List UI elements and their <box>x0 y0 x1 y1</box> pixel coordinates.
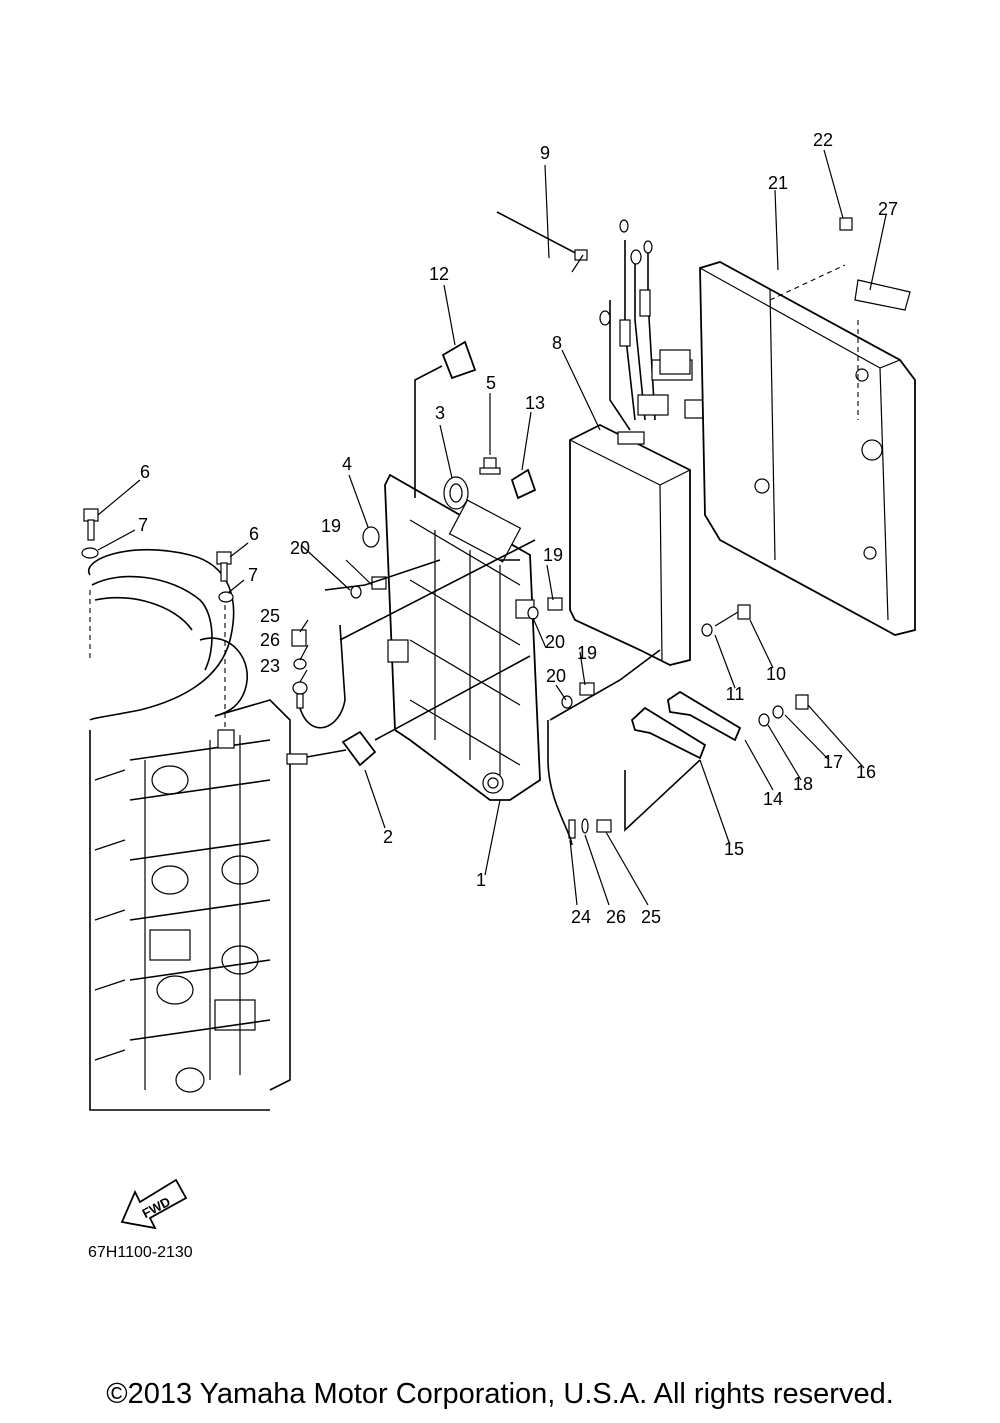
harness-drawing <box>599 219 706 431</box>
callout-10: 10 <box>766 664 786 684</box>
callout-6a: 6 <box>140 462 150 482</box>
callout-6b: 6 <box>249 524 259 544</box>
callout-5: 5 <box>486 373 496 393</box>
callout-labels: 1 2 3 4 5 6 6 7 7 8 9 10 11 12 13 14 15 … <box>138 130 898 927</box>
callout-25a: 25 <box>260 606 280 626</box>
callout-8: 8 <box>552 333 562 353</box>
callout-2: 2 <box>383 827 393 847</box>
callout-1: 1 <box>476 870 486 890</box>
callout-16: 16 <box>856 762 876 782</box>
callout-26a: 26 <box>260 630 280 650</box>
callout-20b: 20 <box>545 632 565 652</box>
callout-23: 23 <box>260 656 280 676</box>
fwd-label: FWD <box>140 1194 173 1221</box>
callout-12: 12 <box>429 264 449 284</box>
callout-25b: 25 <box>641 907 661 927</box>
bracket-drawing <box>384 473 541 801</box>
engine-block-drawing <box>87 548 291 1111</box>
callout-14: 14 <box>763 789 783 809</box>
callout-7b: 7 <box>248 565 258 585</box>
ecu-module-drawing <box>569 423 691 666</box>
callout-24: 24 <box>571 907 591 927</box>
callout-7a: 7 <box>138 515 148 535</box>
callout-19a: 19 <box>321 516 341 536</box>
hardware-drawing <box>81 211 911 846</box>
callout-15: 15 <box>724 839 744 859</box>
callout-19b: 19 <box>543 545 563 565</box>
callout-20a: 20 <box>290 538 310 558</box>
cover-drawing <box>699 261 916 636</box>
callout-26b: 26 <box>606 907 626 927</box>
callout-9: 9 <box>540 143 550 163</box>
fwd-arrow-icon: FWD <box>120 1178 188 1230</box>
copyright-notice: ©2013 Yamaha Motor Corporation, U.S.A. A… <box>106 1378 894 1410</box>
callout-27: 27 <box>878 199 898 219</box>
callout-3: 3 <box>435 403 445 423</box>
callout-4: 4 <box>342 454 352 474</box>
callout-13: 13 <box>525 393 545 413</box>
callout-17: 17 <box>823 752 843 772</box>
callout-11: 11 <box>726 684 745 704</box>
callout-20c: 20 <box>546 666 566 686</box>
callout-21: 21 <box>768 173 788 193</box>
callout-18: 18 <box>793 774 813 794</box>
callout-22: 22 <box>813 130 833 150</box>
drawing-code: 67H1100-2130 <box>88 1244 193 1261</box>
callout-19c: 19 <box>577 643 597 663</box>
leader-lines <box>97 149 887 906</box>
